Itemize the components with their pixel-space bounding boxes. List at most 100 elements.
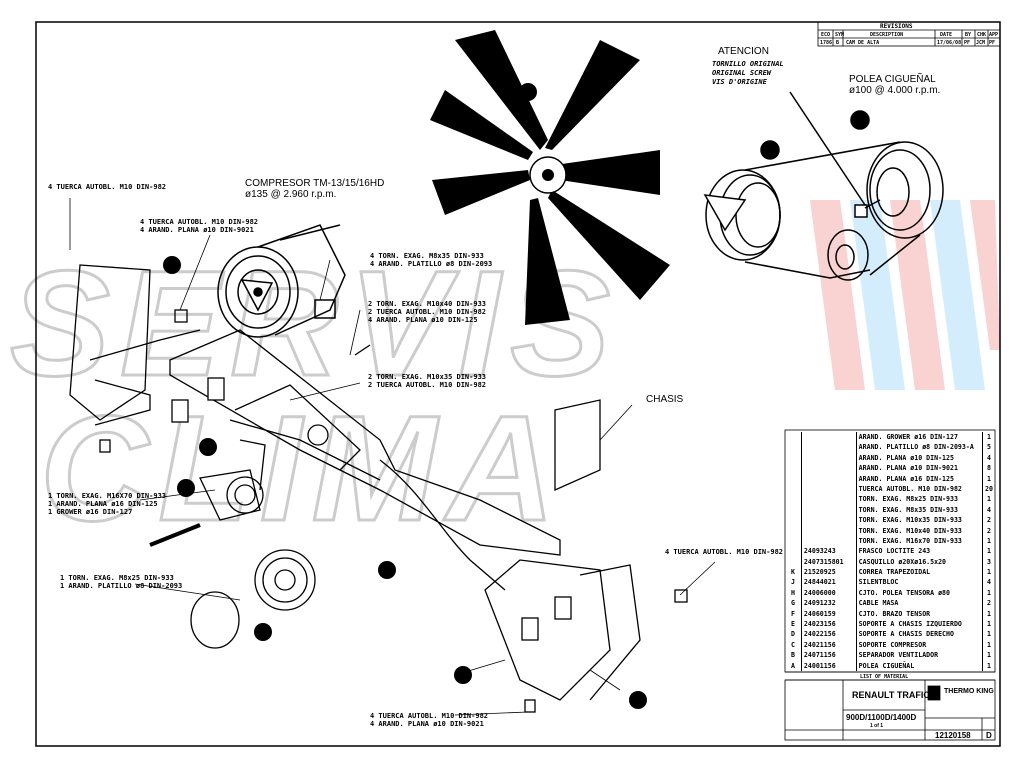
label-tuerca-arand-1: 4 TUERCA AUTOBL. M10 DIN-982 [140,218,259,226]
bom-quantity: 1 [987,640,992,649]
bom-quantity: 4 [987,578,992,587]
title-sheet: 1 of 1 [870,723,884,729]
bom-part-number [802,473,857,484]
bom-code: G [785,598,802,609]
revisions-description: CAM DE ALTA [846,40,880,46]
polea-title: POLEA CIGUEÑAL [849,74,936,85]
bom-description: TORN. EXAG. M10x40 DIN-933 [857,525,984,536]
bom-code: F [785,608,802,620]
label-torn-m8-2: 4 ARAND. PLATILLO ø8 DIN-2093 [370,260,493,268]
revisions-title: REVISIONS [880,23,913,30]
bom-code: K [785,567,802,578]
bom-part-number [802,535,857,547]
atencion-line-1: TORNILLO ORIGINAL [712,60,784,68]
title-models: 900D/1100D/1400D [846,713,917,722]
bom-code: B [785,650,802,661]
label-torn-m16-1: 1 TORN. EXAG. M16X70 DIN-933 [48,492,167,500]
revisions-date: 17/06/08 [937,40,962,46]
bom-code: J [785,577,802,588]
bom-part-number [802,452,857,464]
revisions-header-app: APP [989,32,999,38]
bom-part-number [802,483,857,495]
bom-quantity: 1 [987,630,992,639]
bom-code [785,473,802,484]
atencion-line-3: VIS D'ORIGINE [712,78,767,86]
bom-code [785,483,802,495]
compresor-spec: ø135 @ 2.960 r.p.m. [245,189,337,200]
bom-description: TORN. EXAG. M8x25 DIN-933 [857,494,984,505]
revisions-chk: JCM [976,40,986,46]
label-torn-m10x40-1: 2 TORN. EXAG. M10x40 DIN-933 [368,300,487,308]
bom-code [785,556,802,568]
bom-part-number: 2407315801 [802,556,857,568]
revisions-header-chk: CHK [977,32,987,38]
bom-quantity: 2 [987,516,992,525]
bom-part-number [802,515,857,526]
bom-description: SOPORTE COMPRESOR [857,639,984,651]
bom-part-number: 24006000 [802,587,857,599]
bom-part-number: 24844021 [802,577,857,588]
bom-quantity: 1 [987,609,992,618]
compresor-title: COMPRESOR TM-13/15/16HD [245,178,385,189]
bom-description: TORN. EXAG. M8x35 DIN-933 [857,504,984,516]
bom-quantity: 1 [987,588,992,597]
bom-code: A [785,660,802,671]
bom-quantity: 1 [987,547,992,556]
bom-part-number: 24021156 [802,639,857,651]
revisions-header-desc: DESCRIPTION [870,32,904,38]
item-balloons [163,256,647,709]
bom-description: CABLE MASA [857,598,984,609]
bom-description: FRASCO LOCTITE 243 [857,546,984,557]
atencion-title: ATENCION [718,46,769,57]
bom-description: CJTO. POLEA TENSORA ø80 [857,587,984,599]
bom-code: H [785,587,802,599]
bom-part-number: 24023156 [802,619,857,630]
revisions-table [817,21,1001,47]
revisions-eco: 1786 [820,40,833,46]
bom-part-number [802,525,857,536]
revisions-header-eco: ECO [821,32,831,38]
bom-description: TORN. EXAG. M10x35 DIN-933 [857,515,984,526]
bom-quantity: 20 [985,484,993,493]
bom-description: POLEA CIGUEÑAL [857,660,984,671]
label-torn-m10x40-2: 2 TUERCA AUTOBL. M10 DIN-982 [368,308,487,316]
leader-lines [69,198,716,716]
polea-spec: ø100 @ 4.000 r.p.m. [849,85,941,96]
bom-code [785,515,802,526]
bom-quantity: 4 [987,453,992,462]
bom-quantity: 1 [987,495,992,504]
bom-code: D [785,629,802,640]
label-tuerca-1: 4 TUERCA AUTOBL. M10 DIN-982 [48,183,167,191]
svg-text:CLIMA: CLIMA [40,384,565,552]
atencion-line-2: ORIGINAL SCREW [712,69,772,77]
bom-description: TUERCA AUTOBL. M10 DIN-982 [857,483,984,495]
label-tuerca-arand-2: 4 ARAND. PLANA ø10 DIN-9021 [140,226,254,234]
bom-description: ARAND. PLANA ø10 DIN-9021 [857,463,984,474]
bom-part-number [802,442,857,453]
bom-quantity: 2 [987,599,992,608]
title-drawing-number: 12120158 [935,731,971,740]
bom-quantity: 1 [987,620,992,629]
label-torn-m16-3: 1 GROWER ø16 DIN-127 [48,508,133,516]
bom-part-number [802,504,857,516]
label-tuerca-right: 4 TUERCA AUTOBL. M10 DIN-982 [665,548,784,556]
bom-quantity: 1 [987,536,992,545]
bom-code: E [785,619,802,630]
bom-quantity: 3 [987,557,992,566]
title-revision: D [986,731,992,740]
bom-code [785,442,802,453]
label-torn-m10x40-3: 4 ARAND. PLANA ø10 DIN-125 [368,316,478,324]
label-torn-m8-1: 4 TORN. EXAG. M8x35 DIN-933 [370,252,484,260]
bom-quantity: 5 [987,443,992,452]
